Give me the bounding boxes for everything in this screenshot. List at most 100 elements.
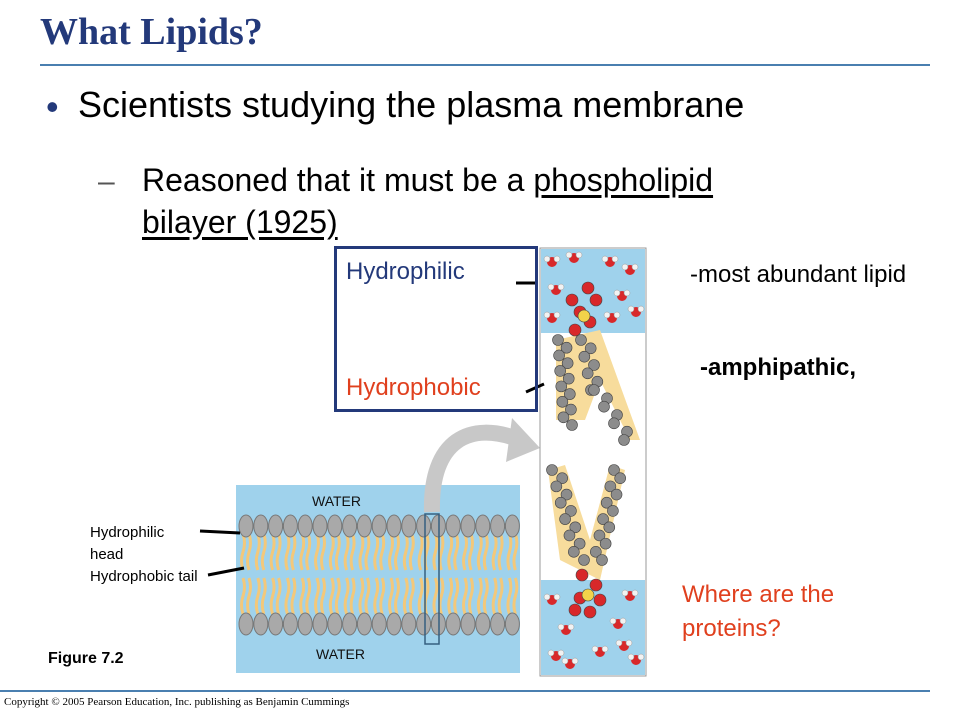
atom [560,341,573,354]
note-most-abundant: -most abundant lipid [690,261,907,288]
lipid-tail [468,533,474,571]
water-bottom-label: WATER [316,646,365,662]
lipid-tail [462,533,468,571]
phospholipid-underlined: phospholipid [533,162,714,198]
hydrophilic-head-label: Hydrophilic head [90,524,165,563]
lipid-tail [432,533,439,571]
lipid-head [238,514,254,538]
lipid-tail [260,533,267,571]
lipid-head [416,612,432,636]
lipid-tail [284,577,291,615]
lipid-tail [379,533,386,571]
atom [546,464,558,476]
lipid-tail [334,533,341,571]
note-amphipathic: -amphipathic, [700,354,857,381]
lipid-tail [299,577,306,615]
atom [603,521,616,534]
lipid-tail [476,577,483,615]
atom [589,578,603,592]
lipid-tail [275,577,282,615]
sub-bullet-dash: – [98,165,115,198]
water-hydrogen [561,657,569,665]
atom [564,388,576,400]
lipid-tail [246,577,252,615]
lipid-head [386,514,402,538]
lipid-tail [314,533,320,571]
lipid-tail [462,577,468,615]
water-hydrogen [557,283,565,291]
lipid-tail [491,533,498,571]
lipid-tail [334,577,341,615]
water-hydrogen [543,311,551,319]
water-hydrogen [565,251,573,259]
lipid-tail [240,533,246,571]
lipid-tail [491,577,498,615]
lipid-head [460,612,476,636]
lipid-head [253,612,269,636]
title-divider [40,64,930,66]
lipid-tail [349,533,356,571]
lipid-heads [238,514,520,636]
lipid-tail [305,577,312,615]
lipid-tail [260,577,267,615]
water-hydrogen [619,617,627,625]
atom [575,334,587,346]
atom [590,546,602,558]
lipid-tail [358,577,365,615]
water-hydrogen [637,305,645,313]
lipid-head [371,612,387,636]
atom [568,603,582,617]
water-hydrogen [567,623,575,631]
water-hydrogen [613,289,621,297]
atom [614,472,626,484]
lipid-tail [373,533,380,571]
lipid-head [504,514,520,538]
atom [608,417,620,430]
atom [552,334,564,346]
lipid-head [356,612,372,636]
footer-divider [0,690,930,692]
lipid-tail [254,533,261,571]
sub-bullet-text: Reasoned that it must be a [142,162,534,198]
atom [568,323,582,337]
lipid-tail [246,533,252,571]
lipid-tail [305,533,312,571]
lipid-head [401,514,417,538]
water-hydrogen [601,645,609,653]
lipid-tail [417,577,424,615]
water-hydrogen [591,645,599,653]
lipid-tail [284,533,291,571]
lipid-tail [476,533,483,571]
lipid-tail [506,577,513,615]
water-hydrogen [631,589,639,597]
atom [569,521,582,534]
atom [565,293,579,307]
lipid-tail [408,533,415,571]
atom [575,568,589,582]
water-hydrogen [601,255,609,263]
lipid-tail [512,533,519,571]
atom [593,593,607,607]
lipid-tail [269,533,276,571]
atom [573,537,586,550]
lipid-tail [343,533,350,571]
lipid-head [282,514,298,538]
water-hydrogen [557,623,565,631]
atom [568,546,580,558]
lipid-head [268,612,284,636]
atom [600,496,613,509]
water-hydrogen [547,649,555,657]
atom [556,472,568,484]
atom [553,349,565,362]
lipid-head [312,612,328,636]
slide-title: What Lipids? [40,11,263,53]
lipid-head [490,514,506,538]
water-hydrogen [557,649,565,657]
lipid-tail [275,533,282,571]
lipid-head [475,514,491,538]
lipid-head [356,514,372,538]
atom [560,488,573,501]
lipid-head [460,514,476,538]
lipid-tail [349,577,356,615]
lipid-head [253,514,269,538]
